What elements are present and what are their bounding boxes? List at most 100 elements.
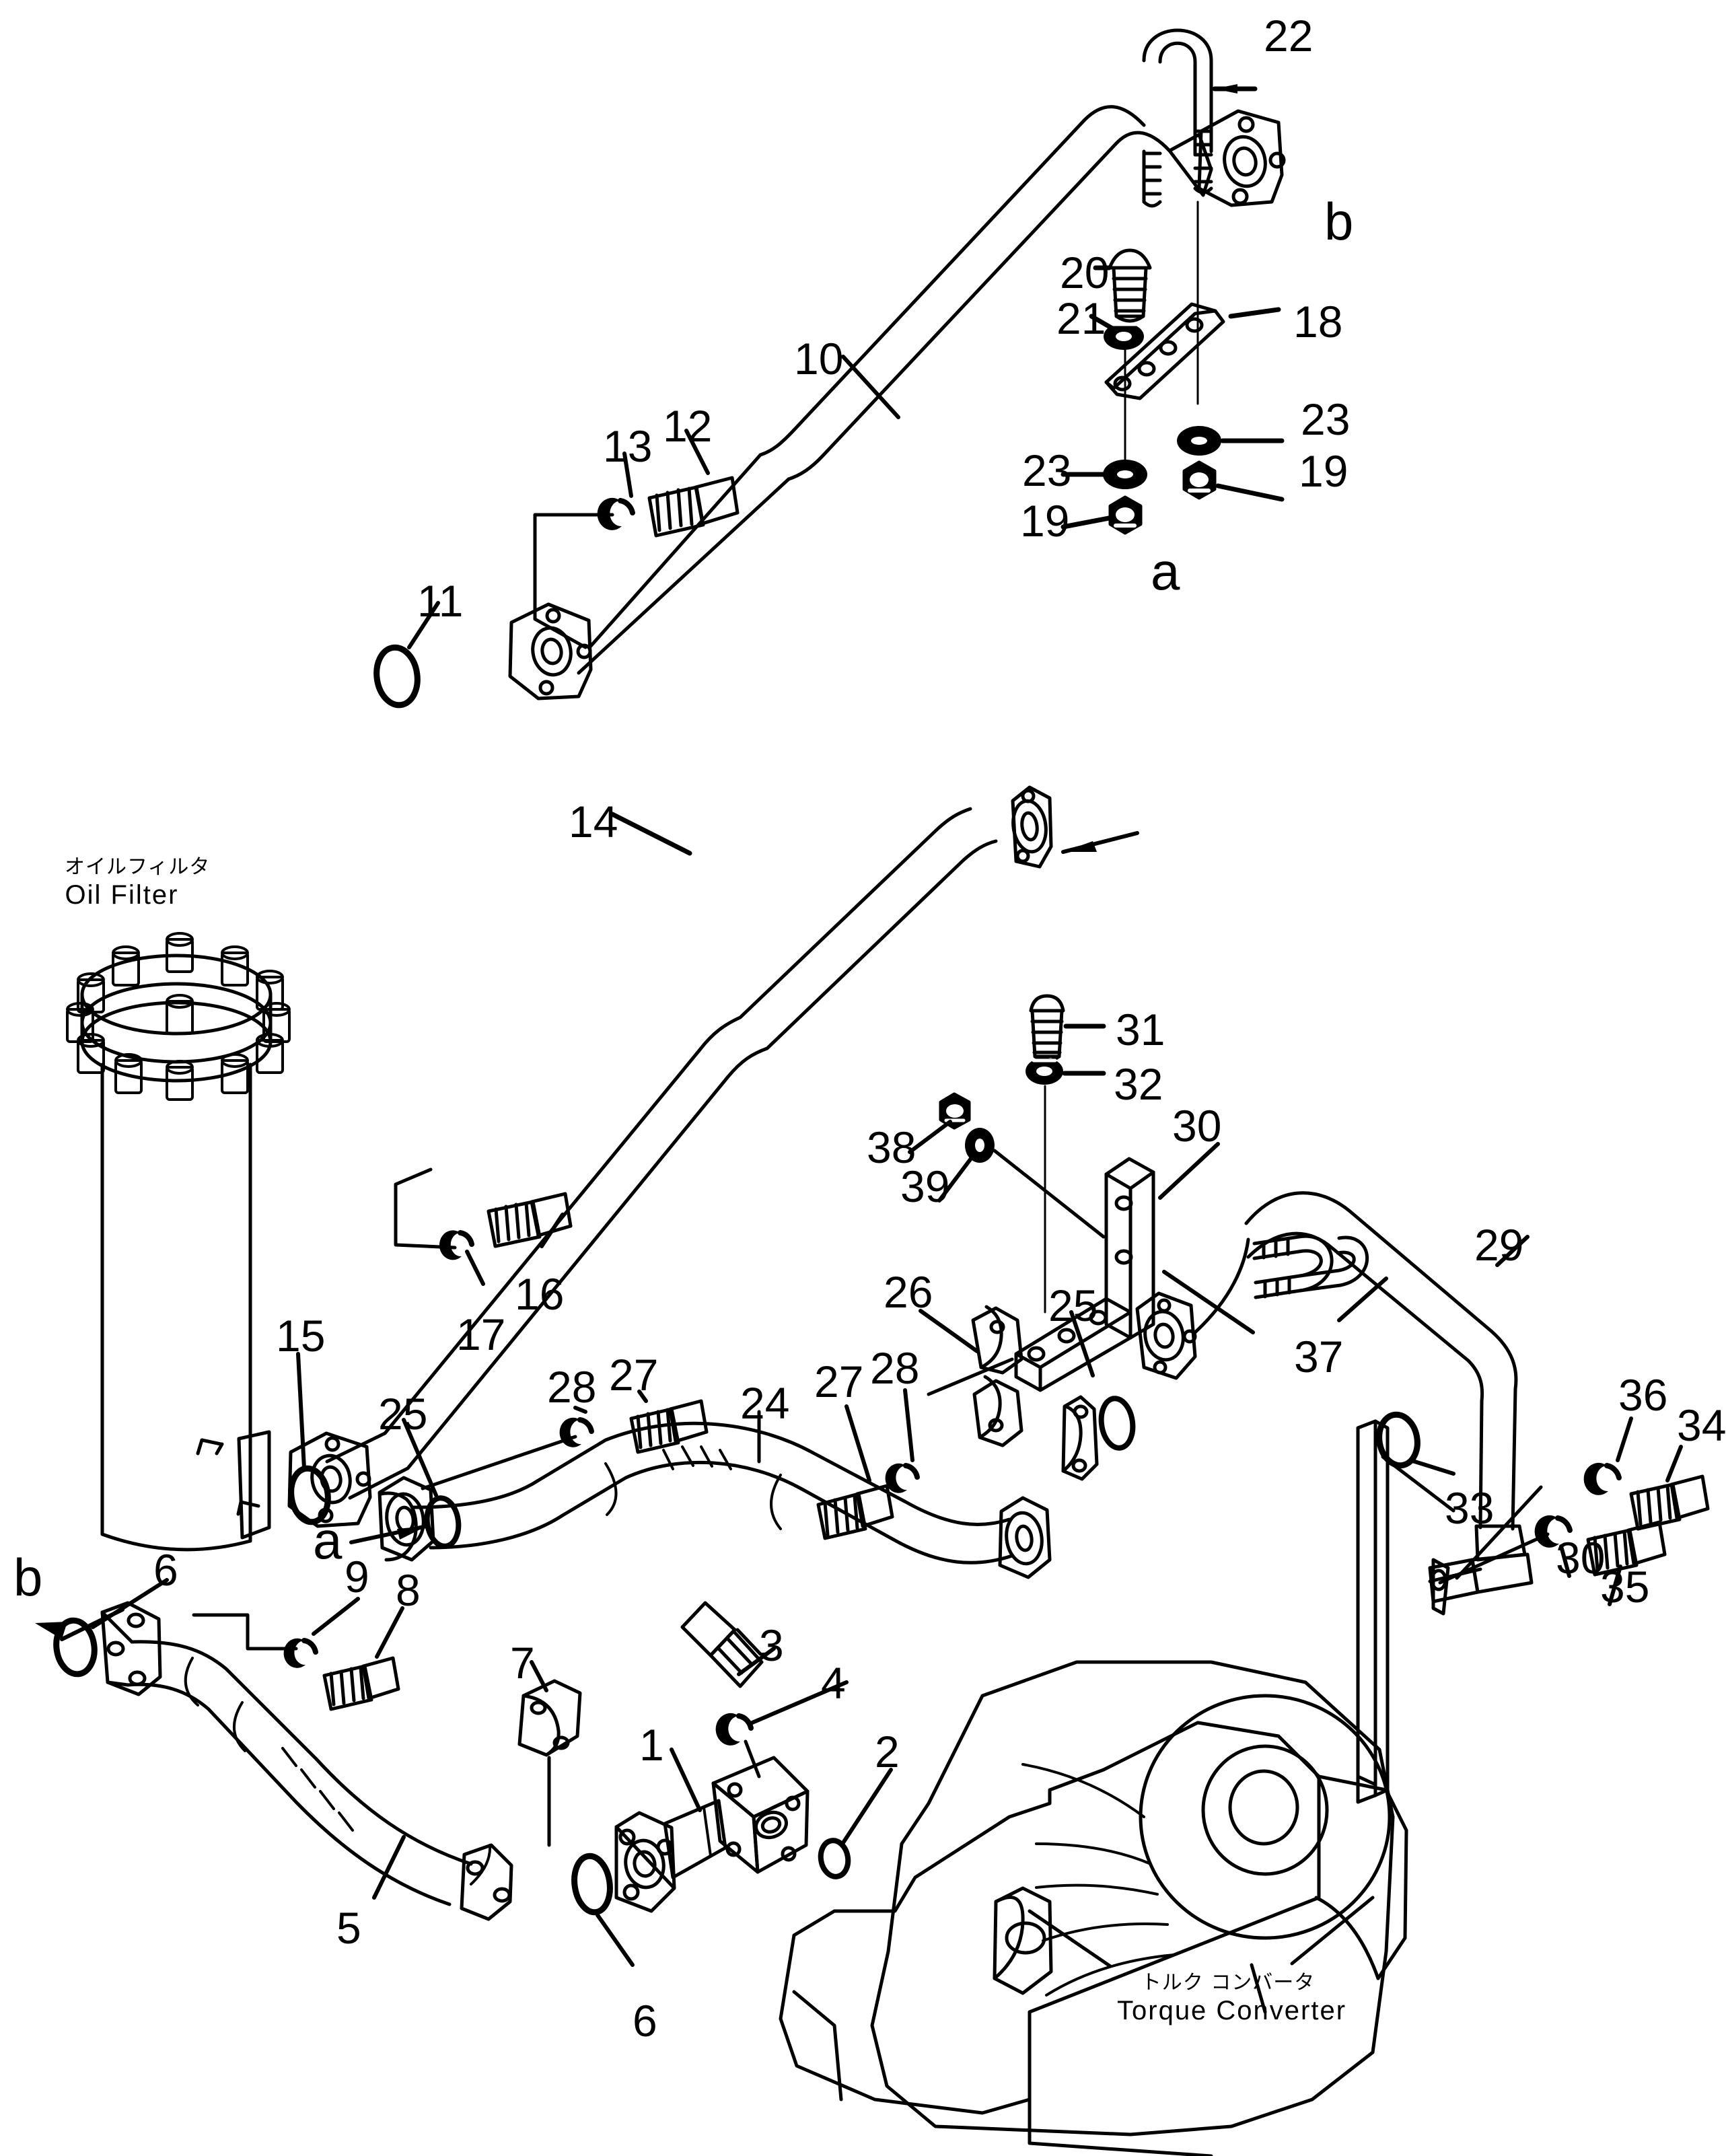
- washer-17-part: [439, 1230, 474, 1260]
- washer-36-part: [1583, 1462, 1622, 1495]
- callout-number-6: 6: [153, 1545, 178, 1595]
- callout-number-26: 26: [884, 1267, 933, 1317]
- callout-number-23: 23: [1301, 394, 1351, 444]
- callout-number-14: 14: [569, 797, 618, 847]
- bolt-16-part: [487, 1192, 573, 1248]
- section-letter-b: b: [1324, 192, 1354, 251]
- bolt-20-part: [1108, 248, 1152, 323]
- callout-number-22: 22: [1264, 11, 1314, 61]
- callout-number-13: 13: [603, 421, 653, 471]
- callout-number-2: 2: [875, 1727, 900, 1776]
- callout-number-12: 12: [663, 401, 713, 451]
- bolt-34-part: [1629, 1474, 1710, 1531]
- callout-number-31: 31: [1116, 1005, 1165, 1054]
- bolt-27-left-part: [629, 1399, 709, 1454]
- o-ring-6-center-part: [571, 1853, 613, 1916]
- u-bolt-37-part: [1252, 1234, 1369, 1299]
- o-ring-2-part: [818, 1838, 851, 1879]
- section-letter-b: b: [13, 1548, 43, 1607]
- torque-converter-housing: [779, 1660, 1408, 2156]
- oil-filter-body: [66, 932, 291, 1552]
- callout-number-16: 16: [515, 1269, 565, 1319]
- callout-number-32: 32: [1114, 1059, 1163, 1109]
- callout-number-19: 19: [1020, 496, 1070, 546]
- washer-23-right-part: [1177, 426, 1221, 456]
- plate-18-part: [1104, 302, 1225, 400]
- nut-19-right-part: [1182, 460, 1217, 500]
- nut-19-left-part: [1108, 495, 1143, 535]
- washer-4-part: [715, 1713, 754, 1746]
- bolt-31-part: [1029, 994, 1065, 1063]
- callout-number-24: 24: [740, 1378, 790, 1428]
- washer-30-right-part: [1534, 1515, 1573, 1548]
- callout-number-27: 27: [814, 1357, 864, 1406]
- callout-number-1: 1: [639, 1720, 664, 1770]
- callout-number-25: 25: [1048, 1281, 1098, 1330]
- section-letter-a: a: [313, 1511, 343, 1570]
- label-torque-converter: トルク コンバータ Torque Converter: [1117, 1971, 1347, 2026]
- hose-24-part: [377, 1421, 1052, 1579]
- callout-number-35: 35: [1600, 1562, 1650, 1612]
- hose-5-part: [100, 1601, 513, 1921]
- callout-number-38: 38: [867, 1122, 916, 1172]
- callout-number-20: 20: [1060, 248, 1110, 297]
- label-oil-filter: オイルフィルタ Oil Filter: [65, 855, 211, 910]
- label-torque-converter-en: Torque Converter: [1117, 1995, 1347, 2025]
- callout-number-33: 33: [1445, 1483, 1495, 1533]
- bolt-27-right-part: [816, 1484, 894, 1540]
- section-letter-a: a: [1151, 542, 1180, 601]
- clamp-7-part: [517, 1679, 582, 1757]
- split-flange-26-part: [971, 1305, 1023, 1447]
- bolt-12-part: [647, 476, 740, 538]
- label-oil-filter-en: Oil Filter: [65, 879, 179, 910]
- o-ring-6-left-part: [53, 1617, 98, 1678]
- connector-1-part: [614, 1756, 810, 1913]
- label-oil-filter-jp: オイルフィルタ: [65, 855, 211, 879]
- washer-28-right-part: [885, 1463, 920, 1493]
- callout-number-28: 28: [870, 1343, 920, 1393]
- callout-number-19: 19: [1299, 446, 1349, 496]
- label-torque-converter-jp: トルク コンバータ: [1141, 1971, 1316, 1995]
- callout-number-15: 15: [276, 1311, 326, 1361]
- washer-9-part: [283, 1638, 318, 1668]
- callout-number-4: 4: [821, 1658, 846, 1708]
- o-ring-11-part: [373, 644, 421, 709]
- nut-38-part: [939, 1092, 971, 1130]
- callout-number-36: 36: [1618, 1370, 1668, 1420]
- bolt-3-part: [680, 1601, 764, 1688]
- washer-23-left-part: [1103, 460, 1147, 489]
- washer-32-part: [1026, 1058, 1063, 1085]
- callout-number-34: 34: [1677, 1400, 1726, 1450]
- callout-number-27: 27: [609, 1350, 659, 1400]
- bolt-35-part: [1586, 1520, 1667, 1577]
- callout-number-28: 28: [547, 1362, 597, 1412]
- callout-number-39: 39: [900, 1161, 950, 1211]
- bolt-8-part: [322, 1656, 400, 1711]
- callout-number-37: 37: [1294, 1332, 1344, 1381]
- callout-number-21: 21: [1056, 293, 1106, 343]
- o-ring-33-part: [1376, 1411, 1421, 1469]
- pipe-10-part: [508, 105, 1286, 700]
- callout-number-25: 25: [378, 1389, 428, 1439]
- callout-number-10: 10: [794, 334, 844, 384]
- bracket-30-upper-part: [1014, 1157, 1155, 1392]
- callout-number-5: 5: [336, 1903, 361, 1953]
- o-ring-25-left-part: [424, 1495, 462, 1549]
- callout-number-11: 11: [417, 576, 464, 626]
- callout-number-23: 23: [1022, 445, 1072, 495]
- callout-number-8: 8: [396, 1565, 421, 1615]
- callout-number-7: 7: [510, 1638, 535, 1688]
- callout-number-9: 9: [345, 1552, 369, 1602]
- clamp-flange-25-right-part: [1061, 1395, 1099, 1481]
- callout-number-3: 3: [759, 1620, 784, 1670]
- callout-number-18: 18: [1293, 297, 1343, 347]
- callout-number-30: 30: [1556, 1533, 1606, 1583]
- u-bolt-22-part: [1142, 28, 1213, 208]
- callout-number-29: 29: [1474, 1220, 1524, 1270]
- callout-number-30: 30: [1172, 1101, 1222, 1151]
- callout-number-17: 17: [456, 1309, 506, 1359]
- callout-number-6: 6: [633, 1996, 657, 2046]
- bracket-30-right-part: [1356, 1419, 1390, 1804]
